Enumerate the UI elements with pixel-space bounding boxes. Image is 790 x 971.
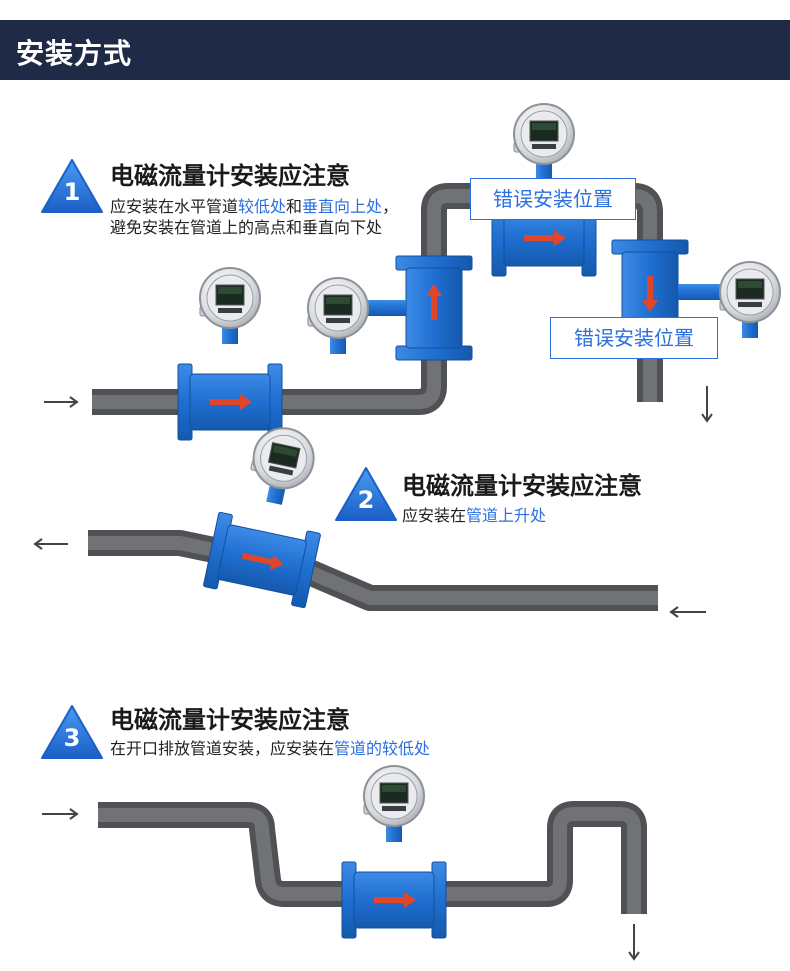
badge-number: 1 bbox=[63, 178, 81, 206]
section-description: 应安装在水平管道较低处和垂直向上处，避免安装在管道上的高点和垂直向下处 bbox=[110, 197, 399, 237]
flow-arrow-in-2 bbox=[669, 606, 706, 618]
flow-arrow-in-1 bbox=[44, 396, 79, 408]
section-title: 电磁流量计安装应注意 bbox=[110, 706, 350, 734]
page-title: 安装方式 bbox=[16, 37, 133, 70]
flow-arrow-in-3 bbox=[42, 808, 79, 820]
number-badge-3 bbox=[41, 705, 103, 759]
pipe-section-2 bbox=[88, 530, 658, 611]
flow-arrow-out-1 bbox=[701, 386, 713, 423]
number-badge-1 bbox=[41, 159, 103, 213]
error-position-label: 错误安装位置 bbox=[470, 178, 636, 220]
number-badge-2 bbox=[335, 467, 397, 521]
badge-number: 3 bbox=[63, 724, 81, 752]
badge-number: 2 bbox=[357, 486, 375, 514]
flow-arrow-out-3 bbox=[628, 924, 640, 961]
section-description: 在开口排放管道安装，应安装在管道的较低处 bbox=[110, 739, 431, 758]
flow-arrow-out-2 bbox=[33, 538, 68, 550]
section-title: 电磁流量计安装应注意 bbox=[110, 162, 350, 190]
error-position-label: 错误安装位置 bbox=[550, 317, 718, 359]
section-description: 应安装在管道上升处 bbox=[402, 506, 547, 525]
header-bar: 安装方式 bbox=[0, 20, 790, 80]
section-title: 电磁流量计安装应注意 bbox=[402, 472, 642, 500]
